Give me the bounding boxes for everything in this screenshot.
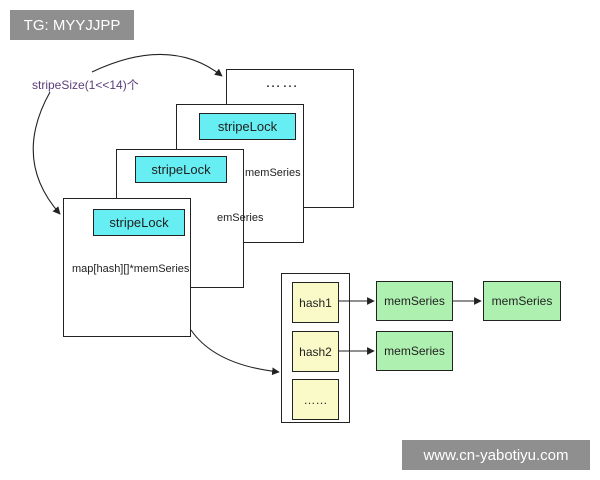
stripe-content-1: map[hash][]*memSeries [72,263,190,275]
stripe-lock-1: stripeLock [93,209,185,236]
watermark-top: TG: MYYJJPP [10,10,134,40]
stripe-arrow-top [91,53,223,77]
stripe-lock-2: stripeLock [135,156,227,183]
mem-series-node-1: memSeries [376,281,453,321]
stripe-lock-3: stripeLock [199,113,296,140]
map-to-hash-arrow [190,329,280,376]
stripe-ellipsis-text: …… [265,74,299,91]
hash-slot-2: hash2 [292,331,339,372]
hash-slot-ellipsis: …… [292,379,339,420]
stripe-card-1: stripeLock map[hash][]*memSeries [63,198,191,337]
stripe-size-label: stripeSize(1<<14)个 [32,78,139,92]
hash-slot-1: hash1 [292,282,339,323]
hash-slot-column: hash1 hash2 …… [281,273,350,423]
watermark-bottom: www.cn-yabotiyu.com [402,440,590,470]
mem-series-node-3: memSeries [376,331,453,371]
mem-series-node-2: memSeries [483,281,561,321]
stripe-arrow-bottom [32,91,61,215]
stripe-content-2: emSeries [217,212,264,224]
stripe-content-3: memSeries [245,167,301,179]
